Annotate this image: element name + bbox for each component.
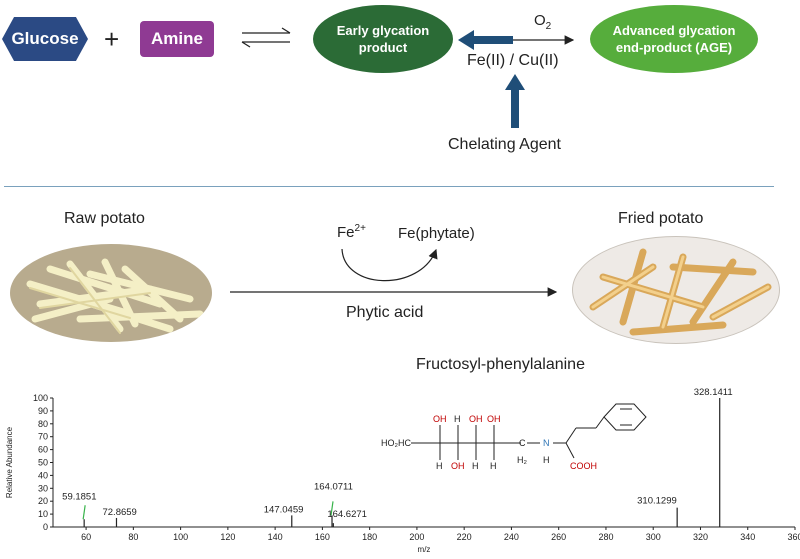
early-line2: product — [358, 40, 408, 55]
x-tick-label: 200 — [409, 532, 424, 542]
peak-label: 310.1299 — [637, 496, 677, 507]
oxygen-label: O2 — [534, 12, 552, 32]
x-tick-label: 140 — [268, 532, 283, 542]
x-tick-label: 80 — [128, 532, 138, 542]
fried-potato-image — [572, 236, 780, 344]
y-tick-label: 0 — [43, 522, 48, 532]
y-tick-label: 30 — [38, 483, 48, 493]
peak-connector — [330, 501, 334, 516]
x-tick-label: 320 — [693, 532, 708, 542]
peak-label: 328.1411 — [694, 387, 733, 398]
x-tick-label: 340 — [740, 532, 755, 542]
x-tick-label: 240 — [504, 532, 519, 542]
oh-label-1: OH — [433, 414, 447, 424]
chemical-structure — [411, 403, 647, 460]
section-divider — [4, 186, 774, 187]
chelating-arrow-up — [505, 74, 525, 128]
y-tick-label: 40 — [38, 470, 48, 480]
age-line1: Advanced glycation — [612, 23, 736, 38]
x-tick-label: 220 — [457, 532, 472, 542]
fried-potato-label: Fried potato — [618, 210, 704, 227]
oh-label-2: OH — [451, 461, 465, 471]
peak-label: 59.1851 — [62, 491, 96, 502]
h-label-1: H — [436, 461, 443, 471]
chelating-agent-label: Chelating Agent — [448, 136, 561, 153]
x-tick-label: 120 — [220, 532, 235, 542]
x-tick-label: 300 — [646, 532, 661, 542]
raw-potato-image — [10, 244, 212, 342]
peak-label: 72.8659 — [102, 507, 136, 518]
y-tick-label: 90 — [38, 406, 48, 416]
peak-label: 164.0711 — [314, 481, 353, 492]
glucose-node: Glucose — [2, 17, 88, 61]
inhibition-arrow-left — [458, 30, 513, 50]
x-tick-label: 360 — [787, 532, 800, 542]
x-tick-label: 60 — [81, 532, 91, 542]
y-tick-label: 100 — [33, 393, 48, 403]
y-tick-label: 80 — [38, 419, 48, 429]
h-label-4: H — [490, 461, 497, 471]
iron-phytate-label: Fe(phytate) — [398, 225, 475, 242]
iron-ion-label: Fe2+ — [337, 223, 366, 241]
x-axis-label: m/z — [418, 545, 431, 554]
y-tick-label: 50 — [38, 458, 48, 468]
peak-label: 147.0459 — [264, 504, 304, 515]
x-tick-label: 100 — [173, 532, 188, 542]
plus-sign: + — [104, 24, 120, 54]
metal-ions-label: Fe(II) / Cu(II) — [467, 52, 559, 69]
h2-label: H₂ — [517, 455, 527, 465]
c-label: C — [519, 438, 526, 448]
amine-node: Amine — [140, 21, 214, 57]
cooh-label: COOH — [570, 461, 597, 471]
y-axis-label: Relative Abundance — [5, 426, 14, 498]
left-group-label: HO₂HC — [381, 438, 411, 448]
h-label-2: H — [454, 414, 461, 424]
n-label: N — [543, 438, 550, 448]
raw-potato-label: Raw potato — [64, 210, 145, 227]
age-line2: end-product (AGE) — [615, 40, 733, 55]
h-label-3: H — [472, 461, 479, 471]
y-tick-label: 60 — [38, 445, 48, 455]
x-tick-label: 260 — [551, 532, 566, 542]
peak-connector — [82, 505, 86, 520]
oh-label-4: OH — [487, 414, 501, 424]
x-tick-label: 280 — [598, 532, 613, 542]
structure-labels: HO₂HC OH H H OH OH H OH H C H₂ N H COOH — [381, 414, 597, 471]
peak-label: 164.6271 — [327, 509, 367, 520]
y-tick-label: 20 — [38, 496, 48, 506]
oh-label-3: OH — [469, 414, 483, 424]
equilibrium-arrows — [241, 27, 291, 48]
compound-title: Fructosyl-phenylalanine — [416, 356, 585, 373]
x-tick-label: 160 — [315, 532, 330, 542]
y-tick-label: 10 — [38, 509, 48, 519]
early-glycation-node: Early glycation product — [313, 5, 453, 73]
nh-label: H — [543, 455, 550, 465]
y-tick-label: 70 — [38, 432, 48, 442]
x-tick-label: 180 — [362, 532, 377, 542]
chelation-curve-arrow — [341, 248, 438, 282]
early-line1: Early glycation — [336, 23, 430, 38]
phytic-acid-label: Phytic acid — [346, 304, 424, 321]
age-node: Advanced glycation end-product (AGE) — [590, 5, 758, 73]
